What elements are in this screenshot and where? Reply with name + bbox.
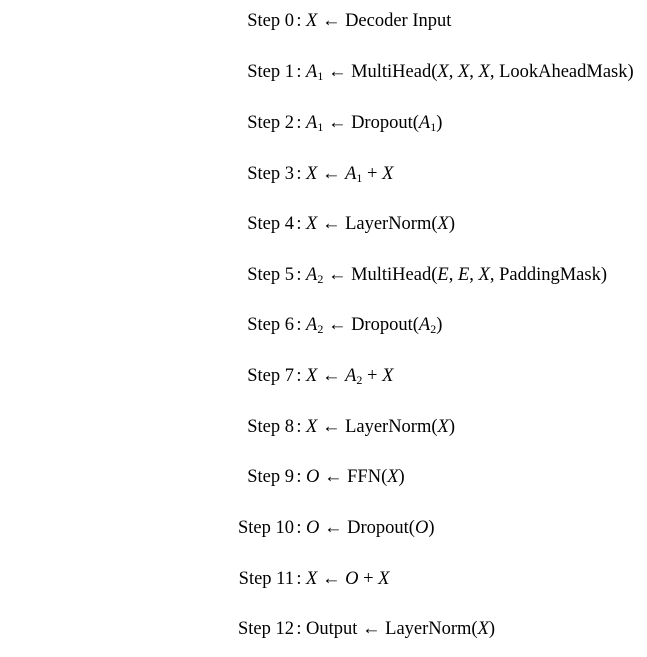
- step-equation: A2 ← MultiHead(E, E, X, PaddingMask): [306, 265, 607, 286]
- step-label: Step 0: [247, 11, 294, 31]
- step-row: Step 5:A2 ← MultiHead(E, E, X, PaddingMa…: [0, 261, 647, 289]
- step-row: Step 6:A2 ← Dropout(A2): [0, 311, 647, 339]
- step-separator: :: [296, 214, 302, 234]
- step-separator: :: [296, 366, 302, 386]
- step-separator: :: [296, 315, 302, 335]
- step-separator: :: [296, 164, 302, 184]
- step-equation: A1 ← MultiHead(X, X, X, LookAheadMask): [306, 62, 634, 83]
- step-equation: X ← Decoder Input: [306, 11, 452, 31]
- step-label: Step 10: [237, 518, 294, 538]
- step-row: Step 2:A1 ← Dropout(A1): [0, 109, 647, 137]
- step-equation: X ← LayerNorm(X): [306, 417, 456, 437]
- step-equation: Output ← LayerNorm(X): [306, 619, 496, 639]
- step-equation: A2 ← Dropout(A2): [306, 315, 443, 336]
- step-separator: :: [296, 265, 302, 285]
- step-separator: :: [296, 569, 302, 589]
- step-separator: :: [296, 11, 302, 31]
- step-equation: X ← O + X: [306, 569, 390, 589]
- step-separator: :: [296, 619, 302, 639]
- step-row: Step 1:A1 ← MultiHead(X, X, X, LookAhead…: [0, 58, 647, 86]
- step-separator: :: [296, 113, 302, 133]
- step-label: Step 3: [247, 164, 294, 184]
- step-equation: O ← FFN(X): [306, 467, 405, 487]
- step-label: Step 9: [247, 467, 294, 487]
- step-separator: :: [296, 518, 302, 538]
- step-row: Step 8:X ← LayerNorm(X): [0, 413, 647, 441]
- step-equation: X ← A1 + X: [306, 164, 394, 185]
- step-row: Step 3:X ← A1 + X: [0, 160, 647, 188]
- step-row: Step 0:X ← Decoder Input: [0, 7, 647, 35]
- step-row: Step 11:X ← O + X: [0, 565, 647, 593]
- step-row: Step 4:X ← LayerNorm(X): [0, 210, 647, 238]
- step-equation: X ← LayerNorm(X): [306, 214, 456, 234]
- step-equation: O ← Dropout(O): [306, 518, 435, 538]
- step-equation: A1 ← Dropout(A1): [306, 113, 443, 134]
- step-equation: X ← A2 + X: [306, 366, 394, 387]
- step-label: Step 4: [247, 214, 294, 234]
- step-row: Step 12:Output ← LayerNorm(X): [0, 615, 647, 643]
- step-row: Step 10:O ← Dropout(O): [0, 514, 647, 542]
- step-label: Step 2: [247, 113, 294, 133]
- step-separator: :: [296, 62, 302, 82]
- step-label: Step 7: [247, 366, 294, 386]
- step-separator: :: [296, 467, 302, 487]
- step-row: Step 9:O ← FFN(X): [0, 463, 647, 491]
- step-label: Step 6: [247, 315, 294, 335]
- step-label: Step 12: [237, 619, 294, 639]
- step-label: Step 5: [247, 265, 294, 285]
- step-separator: :: [296, 417, 302, 437]
- step-row: Step 7:X ← A2 + X: [0, 362, 647, 390]
- step-label: Step 8: [247, 417, 294, 437]
- step-label: Step 1: [247, 62, 294, 82]
- step-label: Step 11: [238, 569, 294, 589]
